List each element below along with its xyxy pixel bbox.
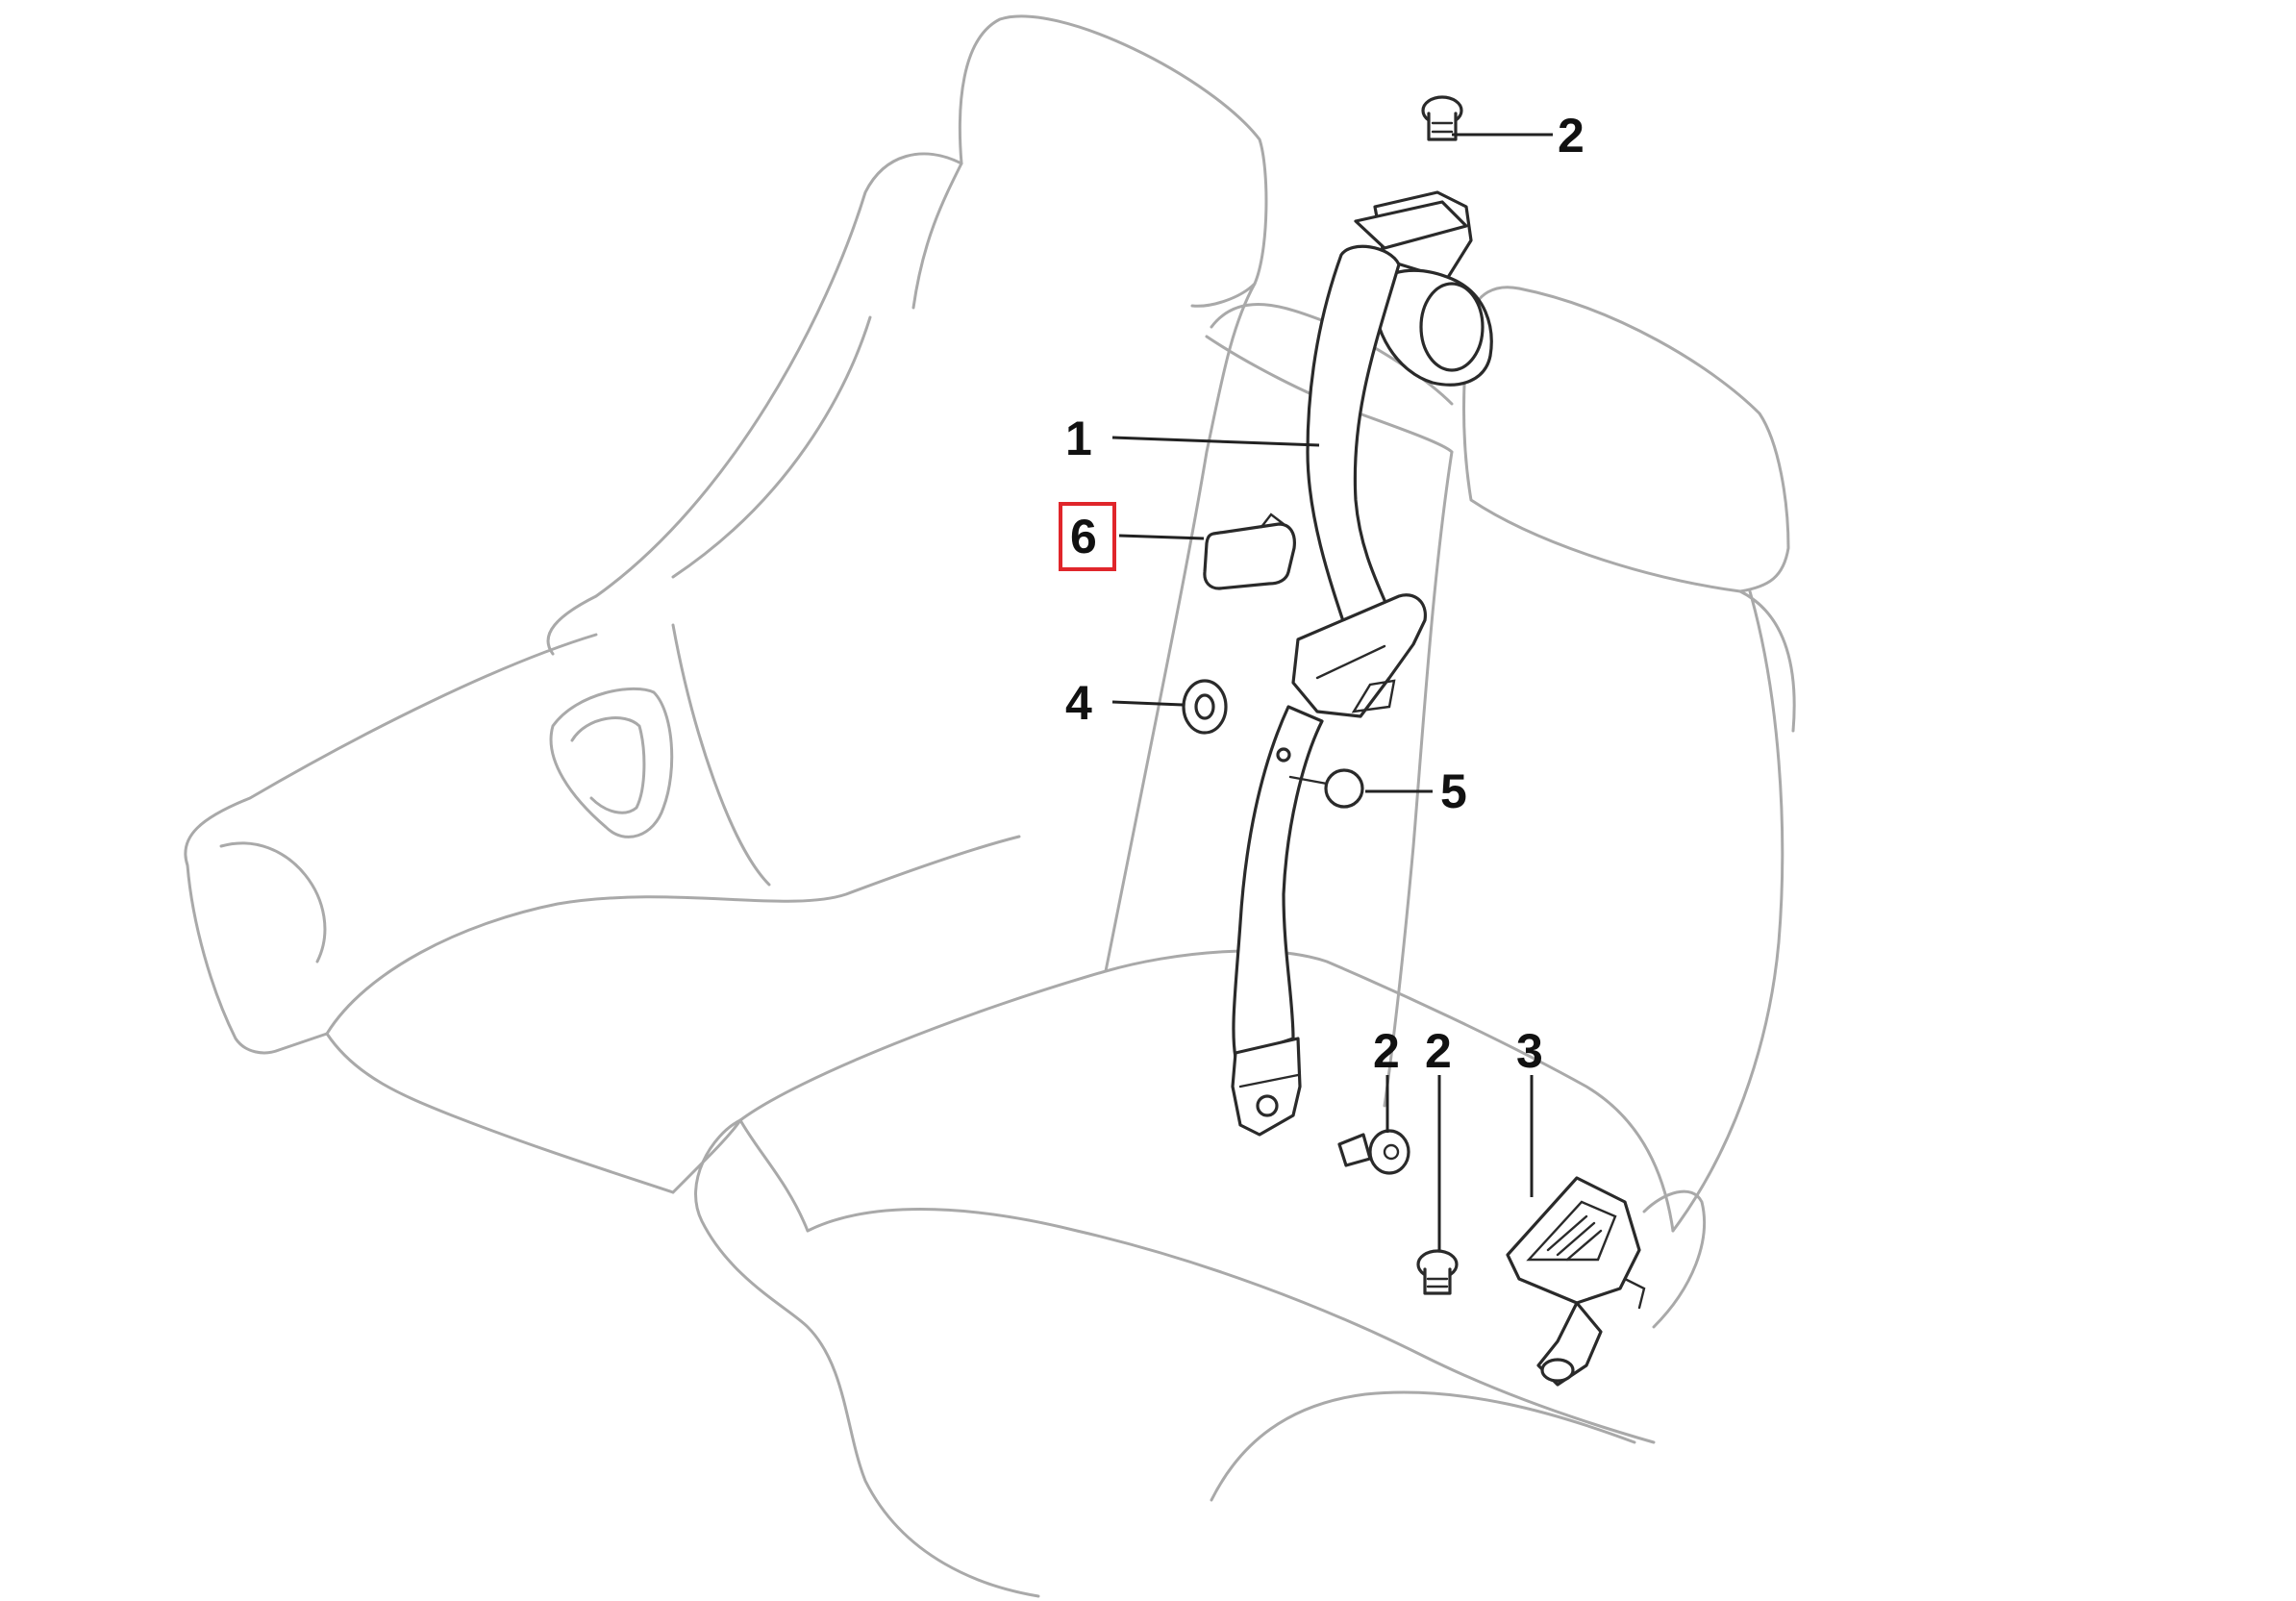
callout-5: 5 [1440,764,1467,818]
callout-4: 4 [1065,676,1092,730]
left-cushion-divider [671,1118,742,1194]
callout-2-top: 2 [1558,109,1585,163]
belt-retractor [1354,190,1493,387]
latch-plate-slot [1315,644,1396,713]
latch-plate [1291,593,1427,718]
callout-2-lower-right: 2 [1425,1024,1452,1078]
retractor-spool-cap [1419,282,1485,372]
bolt-lower-right-part [1416,1249,1459,1295]
button-stop-head [1324,768,1364,809]
buckle-part [1506,1176,1646,1387]
callout-labels: 1 2 2 2 3 4 5 6 [1059,109,1585,1078]
leader-4 [1111,700,1184,707]
right-headrest [1462,286,1790,593]
belt-webbing-lower [1232,705,1324,1060]
belt-grommet [1276,747,1291,763]
left-backrest-inner [671,315,872,579]
callout-2-lower-left: 2 [1373,1024,1400,1078]
leader-6 [1118,534,1205,540]
anchor-fold [1238,1073,1300,1088]
lower-anchor-plate [1231,1037,1302,1137]
callout-6-highlight-box [1059,502,1116,571]
right-seat-cushion [738,949,1675,1233]
buckle-slot-right [1642,1189,1707,1329]
callout-3: 3 [1516,1024,1543,1078]
parts [1182,95,1646,1387]
right-backrest [1383,450,1796,1233]
left-seat-buckle-recess [549,687,674,838]
guide-cover-part [1203,522,1296,590]
guide-cover-clip [1260,513,1285,529]
bolt-lower-left-part [1337,1129,1410,1175]
callout-1: 1 [1065,412,1092,465]
anchor-hole [1256,1094,1279,1117]
bolt-top-part [1421,95,1463,141]
left-seat-cushion [184,633,675,1194]
left-cushion-line [219,623,771,963]
belt-webbing-upper [1306,244,1401,646]
callout-6: 6 [1070,510,1097,563]
right-cushion-lower [806,1208,1656,1502]
leader-lines [1111,133,1553,1250]
left-cushion-front [325,835,1021,1036]
left-headrest [958,14,1268,308]
leader-1 [1111,436,1320,447]
right-cushion-front [694,1118,1040,1598]
spacer-ring-hole [1194,693,1215,720]
button-stop-stem [1288,775,1329,786]
left-seat-buckle-recess-inner [570,716,646,814]
retractor-plate [1354,200,1468,250]
left-backrest [546,152,963,656]
